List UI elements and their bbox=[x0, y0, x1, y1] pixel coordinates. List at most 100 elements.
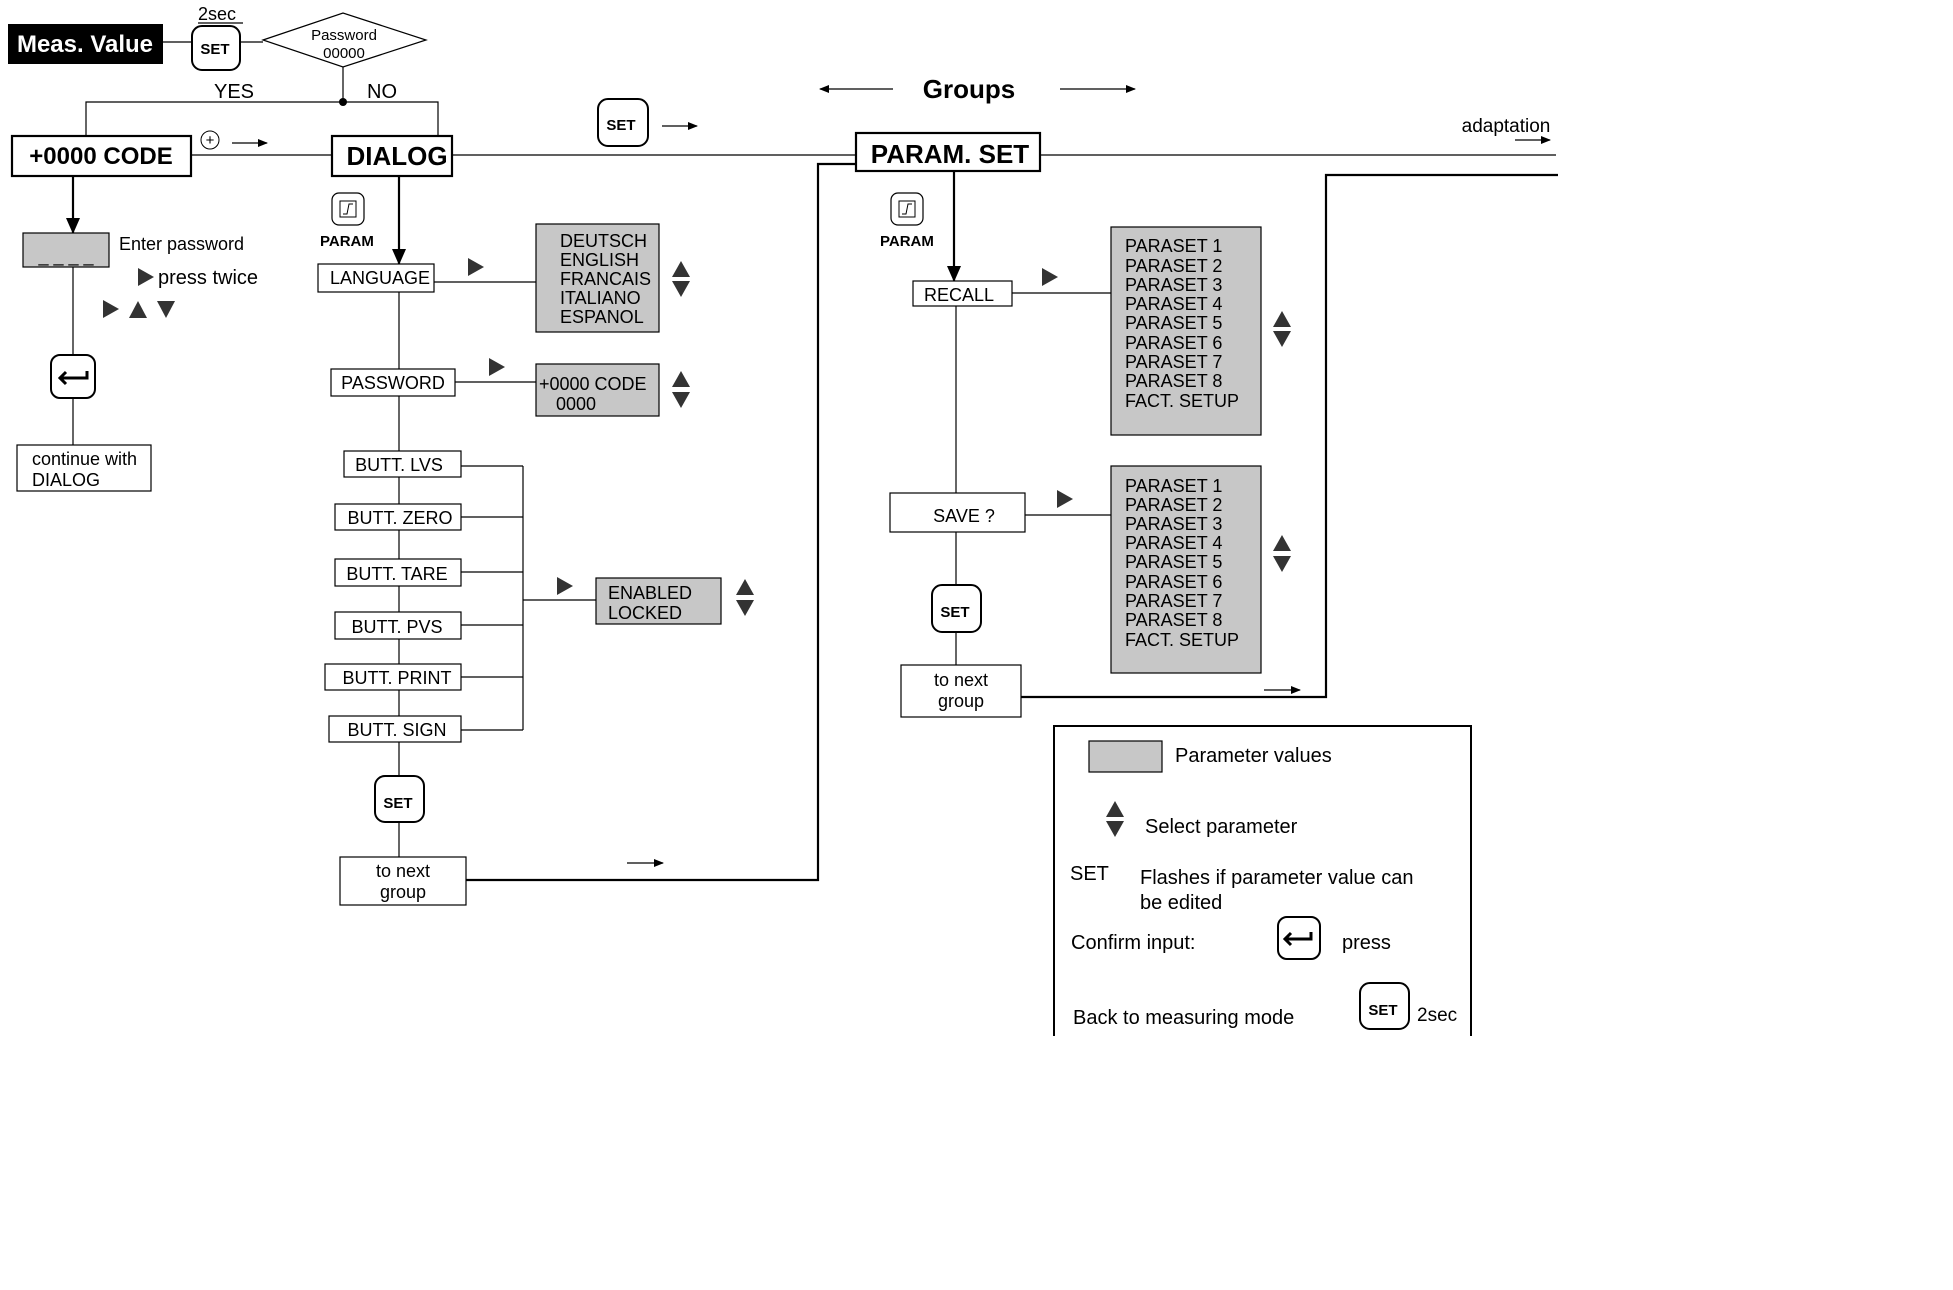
menu-flow-diagram: Meas. Value 2sec SET Password 00000 YES … bbox=[8, 4, 1558, 1036]
enter-key[interactable] bbox=[50, 354, 96, 399]
set-key-paramset-label: SET bbox=[940, 604, 969, 621]
language-values-box bbox=[535, 223, 660, 333]
no-label: NO bbox=[367, 81, 397, 103]
language-value[interactable]: DEUTSCH bbox=[560, 231, 647, 251]
right-arrow-icon bbox=[557, 577, 573, 595]
meas-value-box bbox=[8, 24, 163, 64]
paramset-next-group-line2: group bbox=[938, 691, 984, 711]
recall-value[interactable]: PARASET 8 bbox=[1125, 371, 1222, 391]
butt-zero-item[interactable] bbox=[334, 503, 462, 531]
param-key-paramset[interactable] bbox=[890, 192, 924, 226]
butt-lvs-item[interactable] bbox=[343, 450, 462, 478]
set-key-dialog-label: SET bbox=[383, 795, 412, 812]
recall-value[interactable]: PARASET 6 bbox=[1125, 333, 1222, 353]
language-value[interactable]: FRANCAIS bbox=[560, 269, 651, 289]
password-value[interactable]: 0000 bbox=[556, 394, 596, 414]
save-value[interactable]: PARASET 5 bbox=[1125, 552, 1222, 572]
recall-value[interactable]: PARASET 4 bbox=[1125, 294, 1222, 314]
up-arrow-icon bbox=[129, 301, 147, 318]
paramset-next-group-line1: to next bbox=[934, 670, 988, 690]
save-value[interactable]: PARASET 7 bbox=[1125, 591, 1222, 611]
butt-zero-label: BUTT. ZERO bbox=[347, 508, 452, 528]
recall-value[interactable]: PARASET 3 bbox=[1125, 275, 1222, 295]
password-decision-line1: Password bbox=[311, 27, 377, 44]
language-value[interactable]: ITALIANO bbox=[560, 288, 641, 308]
down-arrow-icon bbox=[672, 392, 690, 408]
language-item[interactable] bbox=[317, 263, 435, 293]
set-key-paramset[interactable]: SET bbox=[931, 584, 982, 633]
recall-values-box bbox=[1110, 226, 1262, 436]
step-icon bbox=[898, 200, 916, 218]
set-key-top-label: SET bbox=[200, 41, 229, 58]
up-arrow-icon bbox=[1106, 801, 1124, 817]
butt-sign-label: BUTT. SIGN bbox=[347, 720, 446, 740]
button-value[interactable]: ENABLED bbox=[608, 583, 692, 603]
legend-two-sec: 2sec bbox=[1417, 1005, 1457, 1026]
param-set-group-title: PARAM. SET bbox=[871, 139, 1030, 169]
save-value[interactable]: PARASET 4 bbox=[1125, 533, 1222, 553]
press-twice-label: press twice bbox=[158, 267, 258, 289]
language-value[interactable]: ENGLISH bbox=[560, 250, 639, 270]
legend-select-parameter: Select parameter bbox=[1145, 816, 1298, 838]
legend-enter-key bbox=[1277, 916, 1321, 960]
button-value[interactable]: LOCKED bbox=[608, 603, 682, 623]
plus-icon-label: + bbox=[206, 132, 215, 149]
recall-value[interactable]: PARASET 2 bbox=[1125, 256, 1222, 276]
recall-value[interactable]: PARASET 5 bbox=[1125, 313, 1222, 333]
dialog-next-group-line2: group bbox=[380, 882, 426, 902]
recall-value[interactable]: PARASET 7 bbox=[1125, 352, 1222, 372]
save-item-label: SAVE ? bbox=[933, 506, 995, 526]
save-values-box bbox=[1110, 465, 1262, 674]
set-key-groups[interactable]: SET bbox=[597, 98, 649, 147]
save-value[interactable]: PARASET 8 bbox=[1125, 610, 1222, 630]
dialog-next-group-box[interactable] bbox=[339, 856, 467, 906]
password-decision bbox=[261, 12, 428, 68]
save-value[interactable]: PARASET 3 bbox=[1125, 514, 1222, 534]
legend-set-key-label: SET bbox=[1368, 1002, 1397, 1019]
legend-set-flashes-line2: be edited bbox=[1140, 892, 1222, 914]
password-value[interactable]: +0000 CODE bbox=[539, 374, 647, 394]
right-arrow-icon bbox=[468, 258, 484, 276]
code-group-box[interactable] bbox=[10, 134, 193, 178]
password-decision-line2: 00000 bbox=[323, 45, 365, 62]
up-arrow-icon bbox=[1273, 535, 1291, 551]
save-value[interactable]: PARASET 6 bbox=[1125, 572, 1222, 592]
save-value[interactable]: PARASET 2 bbox=[1125, 495, 1222, 515]
recall-value[interactable]: PARASET 1 bbox=[1125, 236, 1222, 256]
butt-pvs-item[interactable] bbox=[334, 611, 462, 640]
set-key-dialog[interactable]: SET bbox=[374, 775, 425, 823]
legend-set-flashes-line1: Flashes if parameter value can bbox=[1140, 867, 1413, 889]
right-arrow-icon bbox=[138, 268, 154, 286]
right-arrow-icon bbox=[1057, 490, 1073, 508]
set-key-top[interactable]: SET bbox=[191, 25, 241, 71]
dialog-next-group-line1: to next bbox=[376, 861, 430, 881]
paramset-next-group-box[interactable] bbox=[900, 664, 1022, 718]
right-arrow-icon bbox=[489, 358, 505, 376]
enter-arrow-icon bbox=[57, 370, 89, 386]
param-key-dialog[interactable] bbox=[331, 192, 365, 226]
param-key-dialog-label: PARAM bbox=[320, 233, 374, 250]
legend-set-label: SET bbox=[1070, 863, 1109, 885]
language-value[interactable]: ESPANOL bbox=[560, 307, 644, 327]
butt-pvs-label: BUTT. PVS bbox=[351, 617, 442, 637]
butt-sign-item[interactable] bbox=[328, 715, 462, 743]
param-set-group-box[interactable] bbox=[854, 131, 1042, 173]
recall-item-label: RECALL bbox=[924, 285, 994, 305]
up-arrow-icon bbox=[1273, 311, 1291, 327]
save-item[interactable] bbox=[889, 492, 1026, 533]
save-value[interactable]: PARASET 1 bbox=[1125, 476, 1222, 496]
butt-print-item[interactable] bbox=[324, 663, 462, 691]
password-display[interactable] bbox=[22, 232, 110, 268]
param-key-paramset-label: PARAM bbox=[880, 233, 934, 250]
dialog-group-box[interactable] bbox=[330, 134, 454, 178]
dialog-group-title: DIALOG bbox=[346, 141, 447, 171]
save-value[interactable]: FACT. SETUP bbox=[1125, 630, 1239, 650]
recall-value[interactable]: FACT. SETUP bbox=[1125, 391, 1239, 411]
continue-dialog-line1: continue with bbox=[32, 449, 137, 469]
right-arrow-icon bbox=[1042, 268, 1058, 286]
password-values-box bbox=[535, 363, 660, 417]
enter-password-label: Enter password bbox=[119, 234, 244, 254]
set-key-groups-label: SET bbox=[606, 117, 635, 134]
yes-label: YES bbox=[214, 81, 254, 103]
butt-tare-item[interactable] bbox=[334, 558, 462, 587]
